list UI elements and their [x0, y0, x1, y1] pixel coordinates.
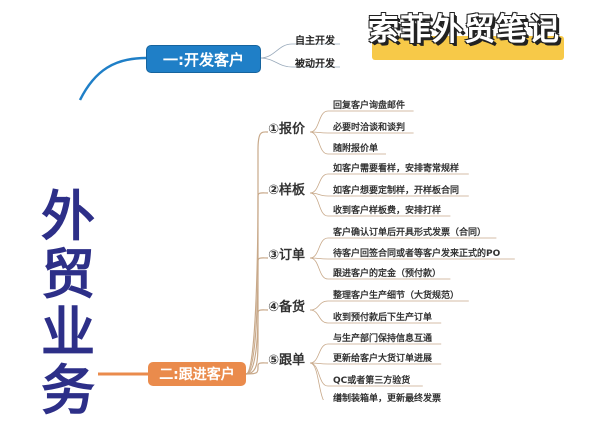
leaf-underline — [309, 257, 515, 260]
leaf-item: 跟进客户的定金（预付款） — [333, 269, 442, 279]
root-title: 外贸业务 — [38, 188, 98, 420]
leaf-underline — [309, 237, 497, 259]
leaf-underline — [309, 131, 414, 134]
step-node: ③订单 — [268, 248, 306, 263]
leaf-passive-develop: 被动开发 — [295, 59, 335, 70]
step-connector-line — [245, 257, 269, 375]
leaf-item: 缮制装箱单，更新最终发票 — [333, 394, 442, 404]
leaf-item: 与生产部门保持信息互通 — [333, 334, 433, 344]
leaf-underline — [309, 300, 469, 311]
step-node: ⑤跟单 — [268, 353, 306, 368]
leaf-item: 客户确认订单后开具形式发票（合同） — [333, 228, 487, 238]
leaf-item: 回复客户询盘邮件 — [333, 101, 406, 111]
leaf-underline — [309, 362, 442, 365]
step-node: ②样板 — [268, 183, 306, 198]
leaf-item: 收到客户样板费，安排打样 — [333, 206, 442, 216]
leaf-item: 如客户想要定制样，开样板合同 — [333, 186, 460, 196]
step-node: ④备货 — [268, 300, 306, 315]
root-title-text: 外贸业务 — [41, 185, 95, 422]
root-to-branch1-line — [78, 56, 147, 101]
leaf-underline — [309, 131, 386, 155]
leaf-item: 随附报价单 — [333, 144, 379, 154]
step-connector-line — [245, 309, 269, 375]
leaf-item: QC或者第三方验货 — [333, 376, 411, 386]
leaf-underline — [309, 192, 451, 217]
leaf-self-develop: 自主开发 — [295, 36, 335, 47]
leaf-underline — [309, 110, 414, 133]
leaf-item: 更新给客户大货订单进展 — [333, 354, 433, 364]
step-connector-line — [245, 362, 269, 375]
leaf-underline — [309, 257, 451, 280]
leaf-item: 如客户需要看样，安排寄常规样 — [333, 164, 460, 174]
branch1-child-line — [259, 57, 340, 68]
leaf-item: 整理客户生产细节（大货规范） — [333, 291, 460, 301]
leaf-item: 收到预付款后下生产订单 — [333, 313, 433, 323]
step-connector-line — [245, 192, 269, 375]
leaf-underline — [309, 192, 469, 197]
leaf-item: 必要时洽谈和谈判 — [333, 123, 406, 133]
leaf-underline — [309, 309, 442, 324]
branch1-child-line — [259, 43, 340, 59]
branch-follow-customers: 二:跟进客户 — [148, 362, 246, 386]
leaf-item: 待客户回签合同或者等客户发来正式的PO — [333, 249, 501, 259]
step-node: ①报价 — [268, 122, 306, 137]
leaf-underline — [309, 343, 442, 364]
connector-lines — [78, 43, 515, 400]
leaf-underline — [309, 173, 469, 194]
branch-develop-customers: 一:开发客户 — [146, 45, 261, 73]
brand-highlight — [372, 36, 564, 60]
leaf-underline — [309, 362, 325, 400]
brand-title: 索菲外贸笔记 — [368, 12, 560, 48]
